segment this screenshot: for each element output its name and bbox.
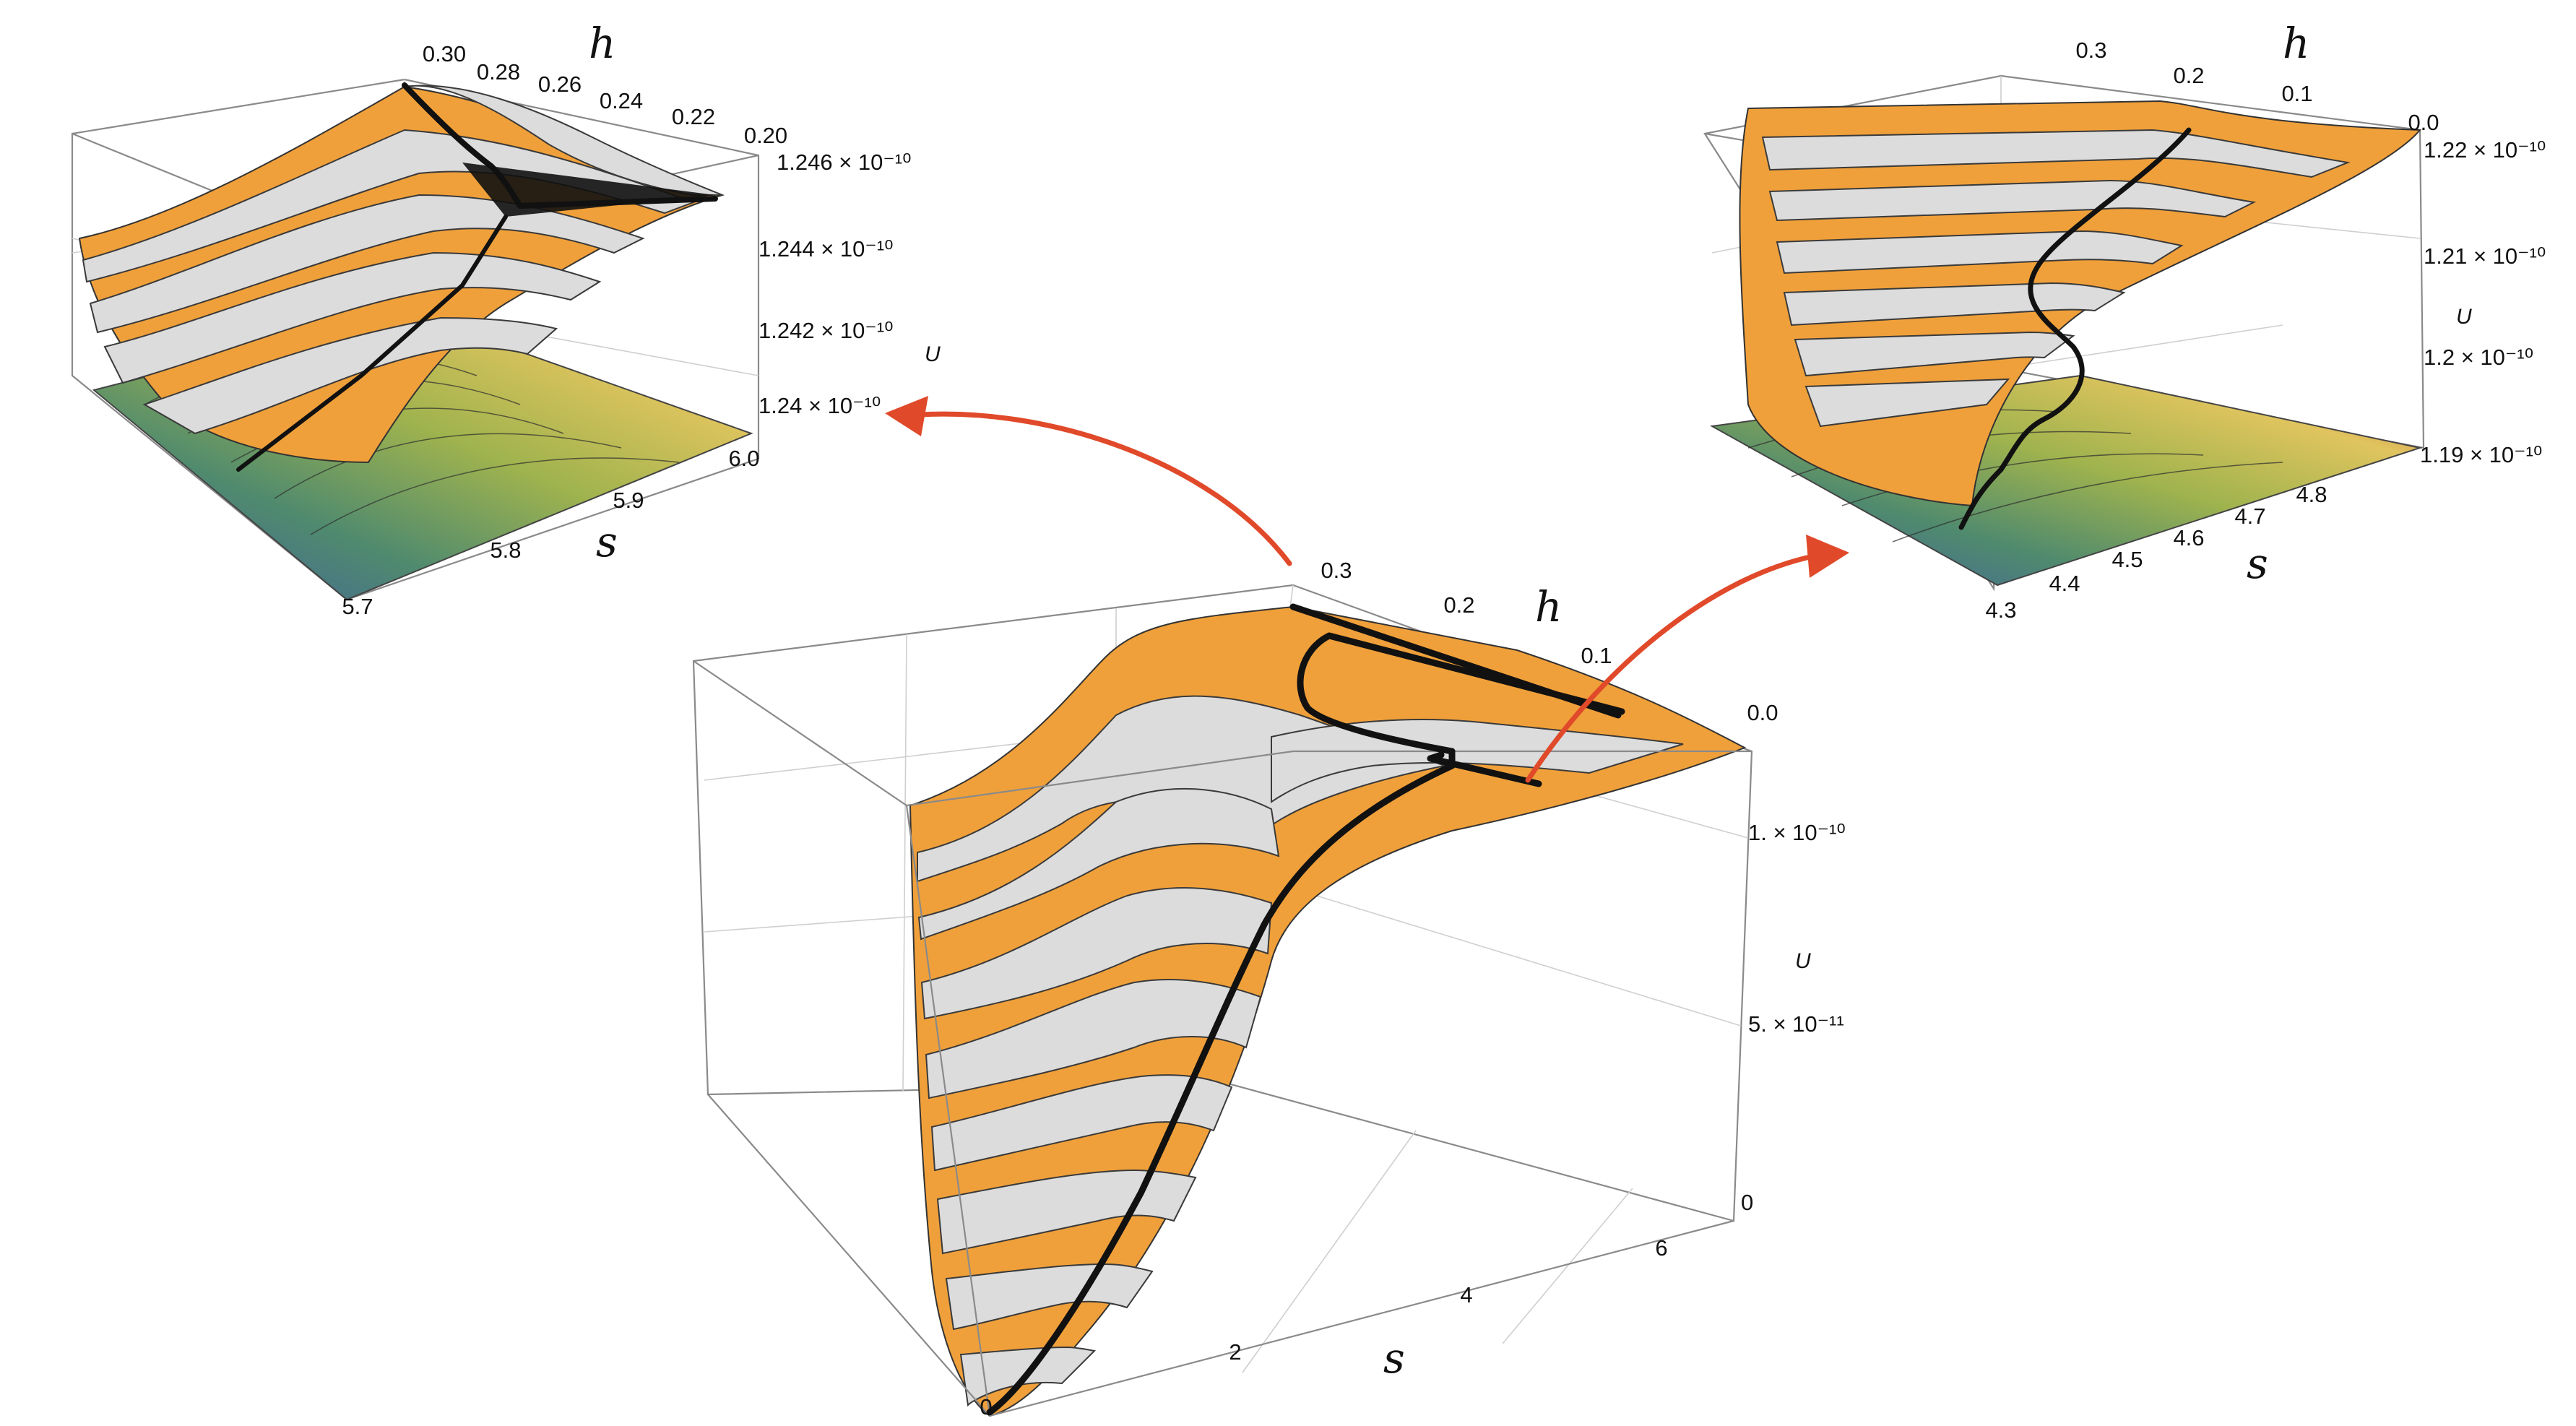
arrow-to-left-inset	[907, 411, 1292, 566]
left-u-label: U	[925, 342, 941, 366]
left-s-tick-0: 5.7	[342, 594, 373, 619]
right-u-tick-0: 1.19 × 10⁻¹⁰	[2420, 442, 2542, 467]
left-h-tick-0: 0.30	[423, 41, 466, 66]
zoom-arrows	[885, 396, 1849, 783]
right-s-tick-1: 4.4	[2049, 571, 2080, 596]
main-u-label: U	[1795, 949, 1811, 973]
left-h-label: h	[589, 19, 615, 68]
right-gray-bands	[1761, 129, 2351, 428]
right-h-tick-0: 0.3	[2075, 38, 2106, 63]
main-u-tick-2: 1. × 10⁻¹⁰	[1748, 820, 1846, 845]
inset-left-plot: 5.7 5.8 5.9 6.0 s 0.30 0.28 0.26 0.24 0.…	[71, 19, 941, 619]
left-trajectory	[236, 215, 508, 472]
right-s-label: s	[2247, 539, 2268, 588]
main-s-label: s	[1383, 1334, 1405, 1383]
right-s-tick-5: 4.8	[2296, 482, 2327, 507]
arrow-to-right-inset	[1525, 553, 1816, 783]
left-h-tick-2: 0.26	[538, 72, 582, 97]
right-h-tick-2: 0.1	[2281, 81, 2312, 106]
left-trajectory-branch	[517, 196, 718, 209]
left-h-tick-5: 0.20	[744, 123, 787, 148]
main-trajectory	[986, 748, 1456, 1416]
left-s-tick-1: 5.8	[490, 537, 521, 563]
right-u-tick-1: 1.2 × 10⁻¹⁰	[2424, 345, 2533, 370]
main-s-tick-1: 2	[1229, 1339, 1241, 1365]
main-s-tick-3: 6	[1655, 1235, 1667, 1261]
left-s-tick-2: 5.9	[613, 488, 644, 513]
main-box-edge	[906, 750, 1294, 807]
left-u-tick-3: 1.246 × 10⁻¹⁰	[777, 150, 912, 175]
main-h-tick-2: 0.1	[1581, 643, 1612, 668]
left-s-label: s	[596, 517, 618, 566]
right-u-tick-3: 1.22 × 10⁻¹⁰	[2424, 137, 2546, 163]
main-h-tick-1: 0.2	[1443, 592, 1474, 618]
right-u-tick-2: 1.21 × 10⁻¹⁰	[2424, 243, 2546, 269]
main-u-tick-1: 5. × 10⁻¹¹	[1748, 1011, 1844, 1037]
right-s-tick-3: 4.6	[2173, 525, 2204, 550]
main-u-tick-0: 0	[1741, 1190, 1753, 1215]
right-h-label: h	[2283, 19, 2309, 68]
main-plot: 0 2 4 6 s 0.3 0.2 0.1 0.0 h 0 5. × 10⁻¹¹…	[692, 558, 1846, 1419]
main-h-label: h	[1535, 582, 1562, 631]
arrow-left-head	[885, 396, 928, 436]
arrow-right-head	[1806, 535, 1849, 578]
right-h-tick-3: 0.0	[2408, 110, 2439, 135]
right-h-tick-1: 0.2	[2173, 63, 2204, 88]
left-u-tick-0: 1.24 × 10⁻¹⁰	[758, 393, 881, 418]
right-trajectory	[1958, 127, 2192, 530]
main-s-tick-0: 0	[980, 1394, 992, 1419]
main-s-tick-2: 4	[1460, 1282, 1472, 1308]
right-s-tick-4: 4.7	[2234, 504, 2265, 529]
left-s-tick-3: 6.0	[728, 446, 759, 471]
main-trajectory-top	[1289, 603, 1622, 719]
inset-right-plot: 4.3 4.4 4.5 4.6 4.7 4.8 s 0.3 0.2 0.1 0.…	[1703, 19, 2546, 623]
main-h-tick-3: 0.0	[1747, 700, 1778, 725]
left-h-tick-3: 0.24	[600, 88, 643, 113]
right-s-tick-0: 4.3	[1985, 597, 2016, 623]
main-trajectory-loop	[1297, 632, 1625, 787]
right-s-tick-2: 4.5	[2112, 547, 2143, 572]
left-u-tick-1: 1.242 × 10⁻¹⁰	[758, 318, 894, 343]
left-u-tick-2: 1.244 × 10⁻¹⁰	[758, 236, 894, 262]
left-h-tick-4: 0.22	[672, 104, 715, 129]
right-u-label: U	[2456, 305, 2472, 329]
main-h-tick-0: 0.3	[1321, 558, 1352, 583]
left-h-tick-1: 0.28	[477, 59, 520, 85]
left-gray-bands	[82, 85, 723, 435]
